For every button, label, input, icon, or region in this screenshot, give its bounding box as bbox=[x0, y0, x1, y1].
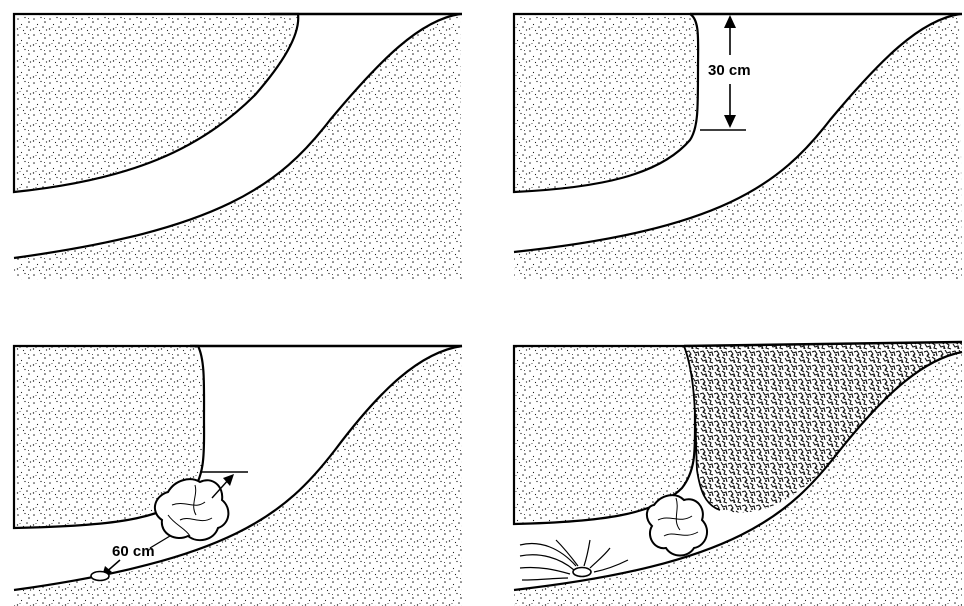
egg-object bbox=[573, 568, 591, 577]
panel-top-left bbox=[14, 14, 462, 280]
panel-bottom-left: 60 cm bbox=[14, 346, 462, 606]
soil-left-block bbox=[514, 14, 698, 192]
soil-left-block bbox=[14, 14, 298, 192]
dimension-label-30cm: 30 cm bbox=[708, 62, 751, 79]
arrow-up-icon bbox=[724, 15, 736, 28]
panel-bottom-right bbox=[514, 342, 962, 606]
dimension-30cm: 30 cm bbox=[700, 15, 764, 130]
dimension-label-60cm: 60 cm bbox=[112, 543, 155, 560]
panel-top-right: 30 cm bbox=[514, 14, 962, 280]
egg-object bbox=[91, 572, 109, 581]
arrow-down-icon bbox=[724, 115, 736, 128]
